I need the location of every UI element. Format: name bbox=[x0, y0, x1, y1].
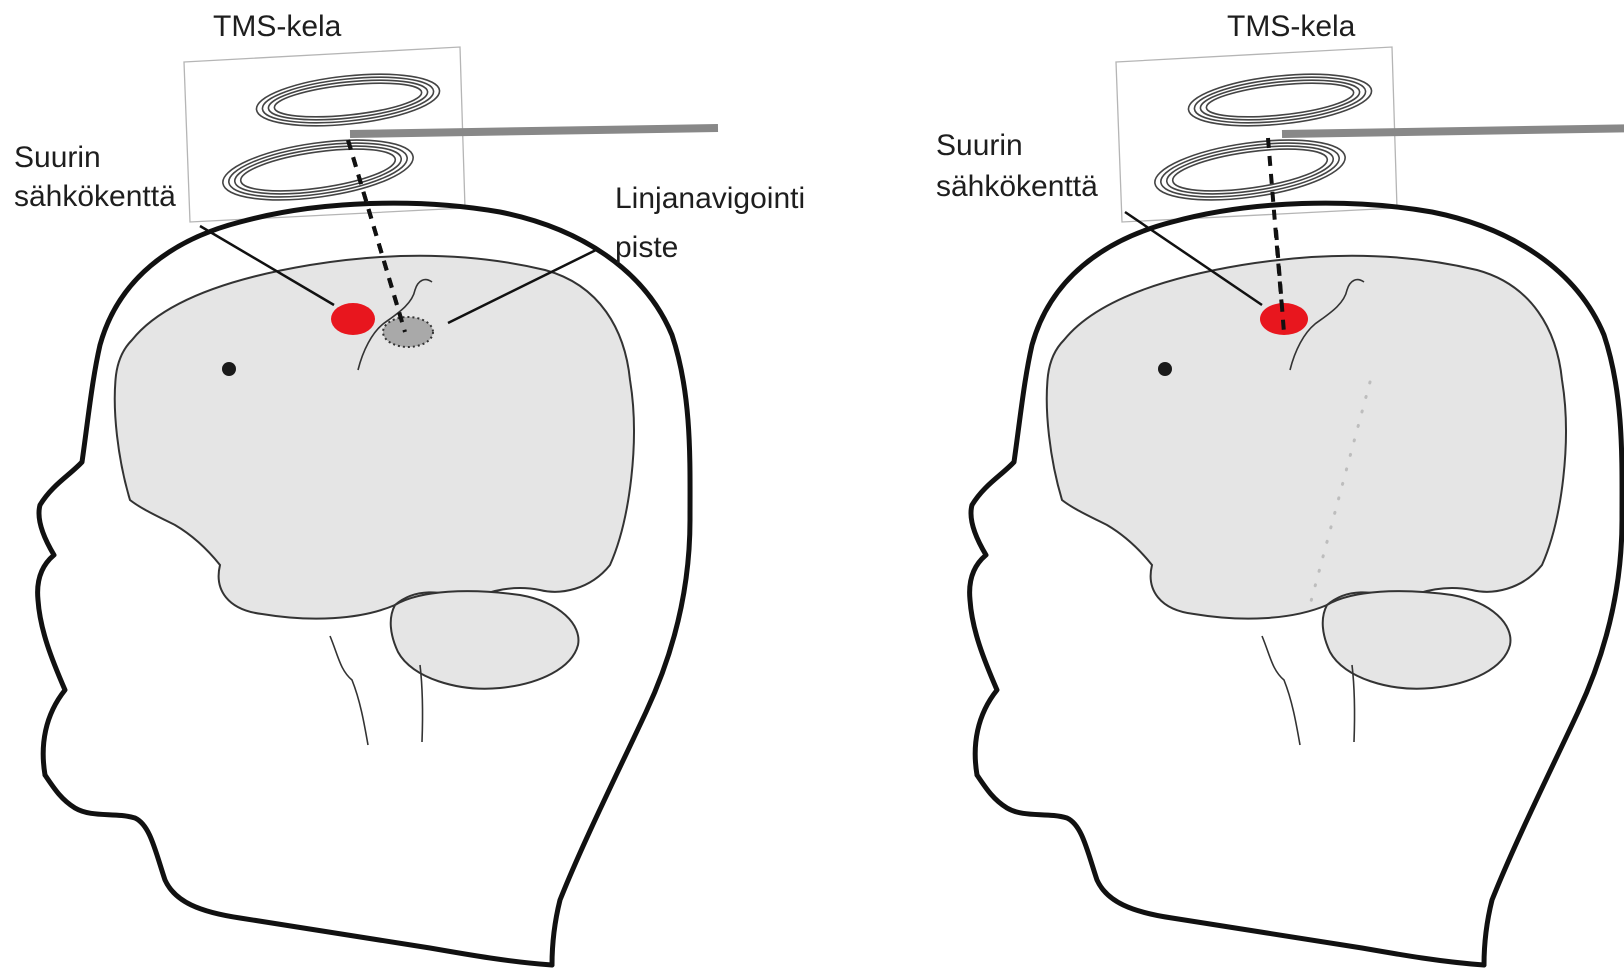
eye-dot-right bbox=[1158, 362, 1172, 376]
max-field-spot-left bbox=[331, 303, 375, 335]
navigation-point-left bbox=[383, 317, 433, 347]
navigation-label-line2: piste bbox=[615, 231, 678, 264]
panel-left: TMS-kela Suurin sähkökenttä Linjanavigoi… bbox=[14, 10, 805, 965]
brain-left bbox=[115, 256, 634, 745]
tms-coil-right bbox=[1116, 47, 1624, 222]
max-field-label-right-line2: sähkökenttä bbox=[936, 170, 1098, 203]
max-field-label-left-line2: sähkökenttä bbox=[14, 180, 176, 213]
coil-label-left: TMS-kela bbox=[213, 10, 342, 43]
navigation-label-line1: Linjanavigointi bbox=[615, 182, 805, 215]
coil-label-right: TMS-kela bbox=[1227, 10, 1356, 43]
eye-dot-left bbox=[222, 362, 236, 376]
brain-right bbox=[1047, 256, 1566, 745]
max-field-label-right-line1: Suurin bbox=[936, 129, 1023, 162]
panel-right: TMS-kela Suurin sähkökenttä bbox=[936, 10, 1624, 965]
max-field-label-left-line1: Suurin bbox=[14, 141, 101, 174]
